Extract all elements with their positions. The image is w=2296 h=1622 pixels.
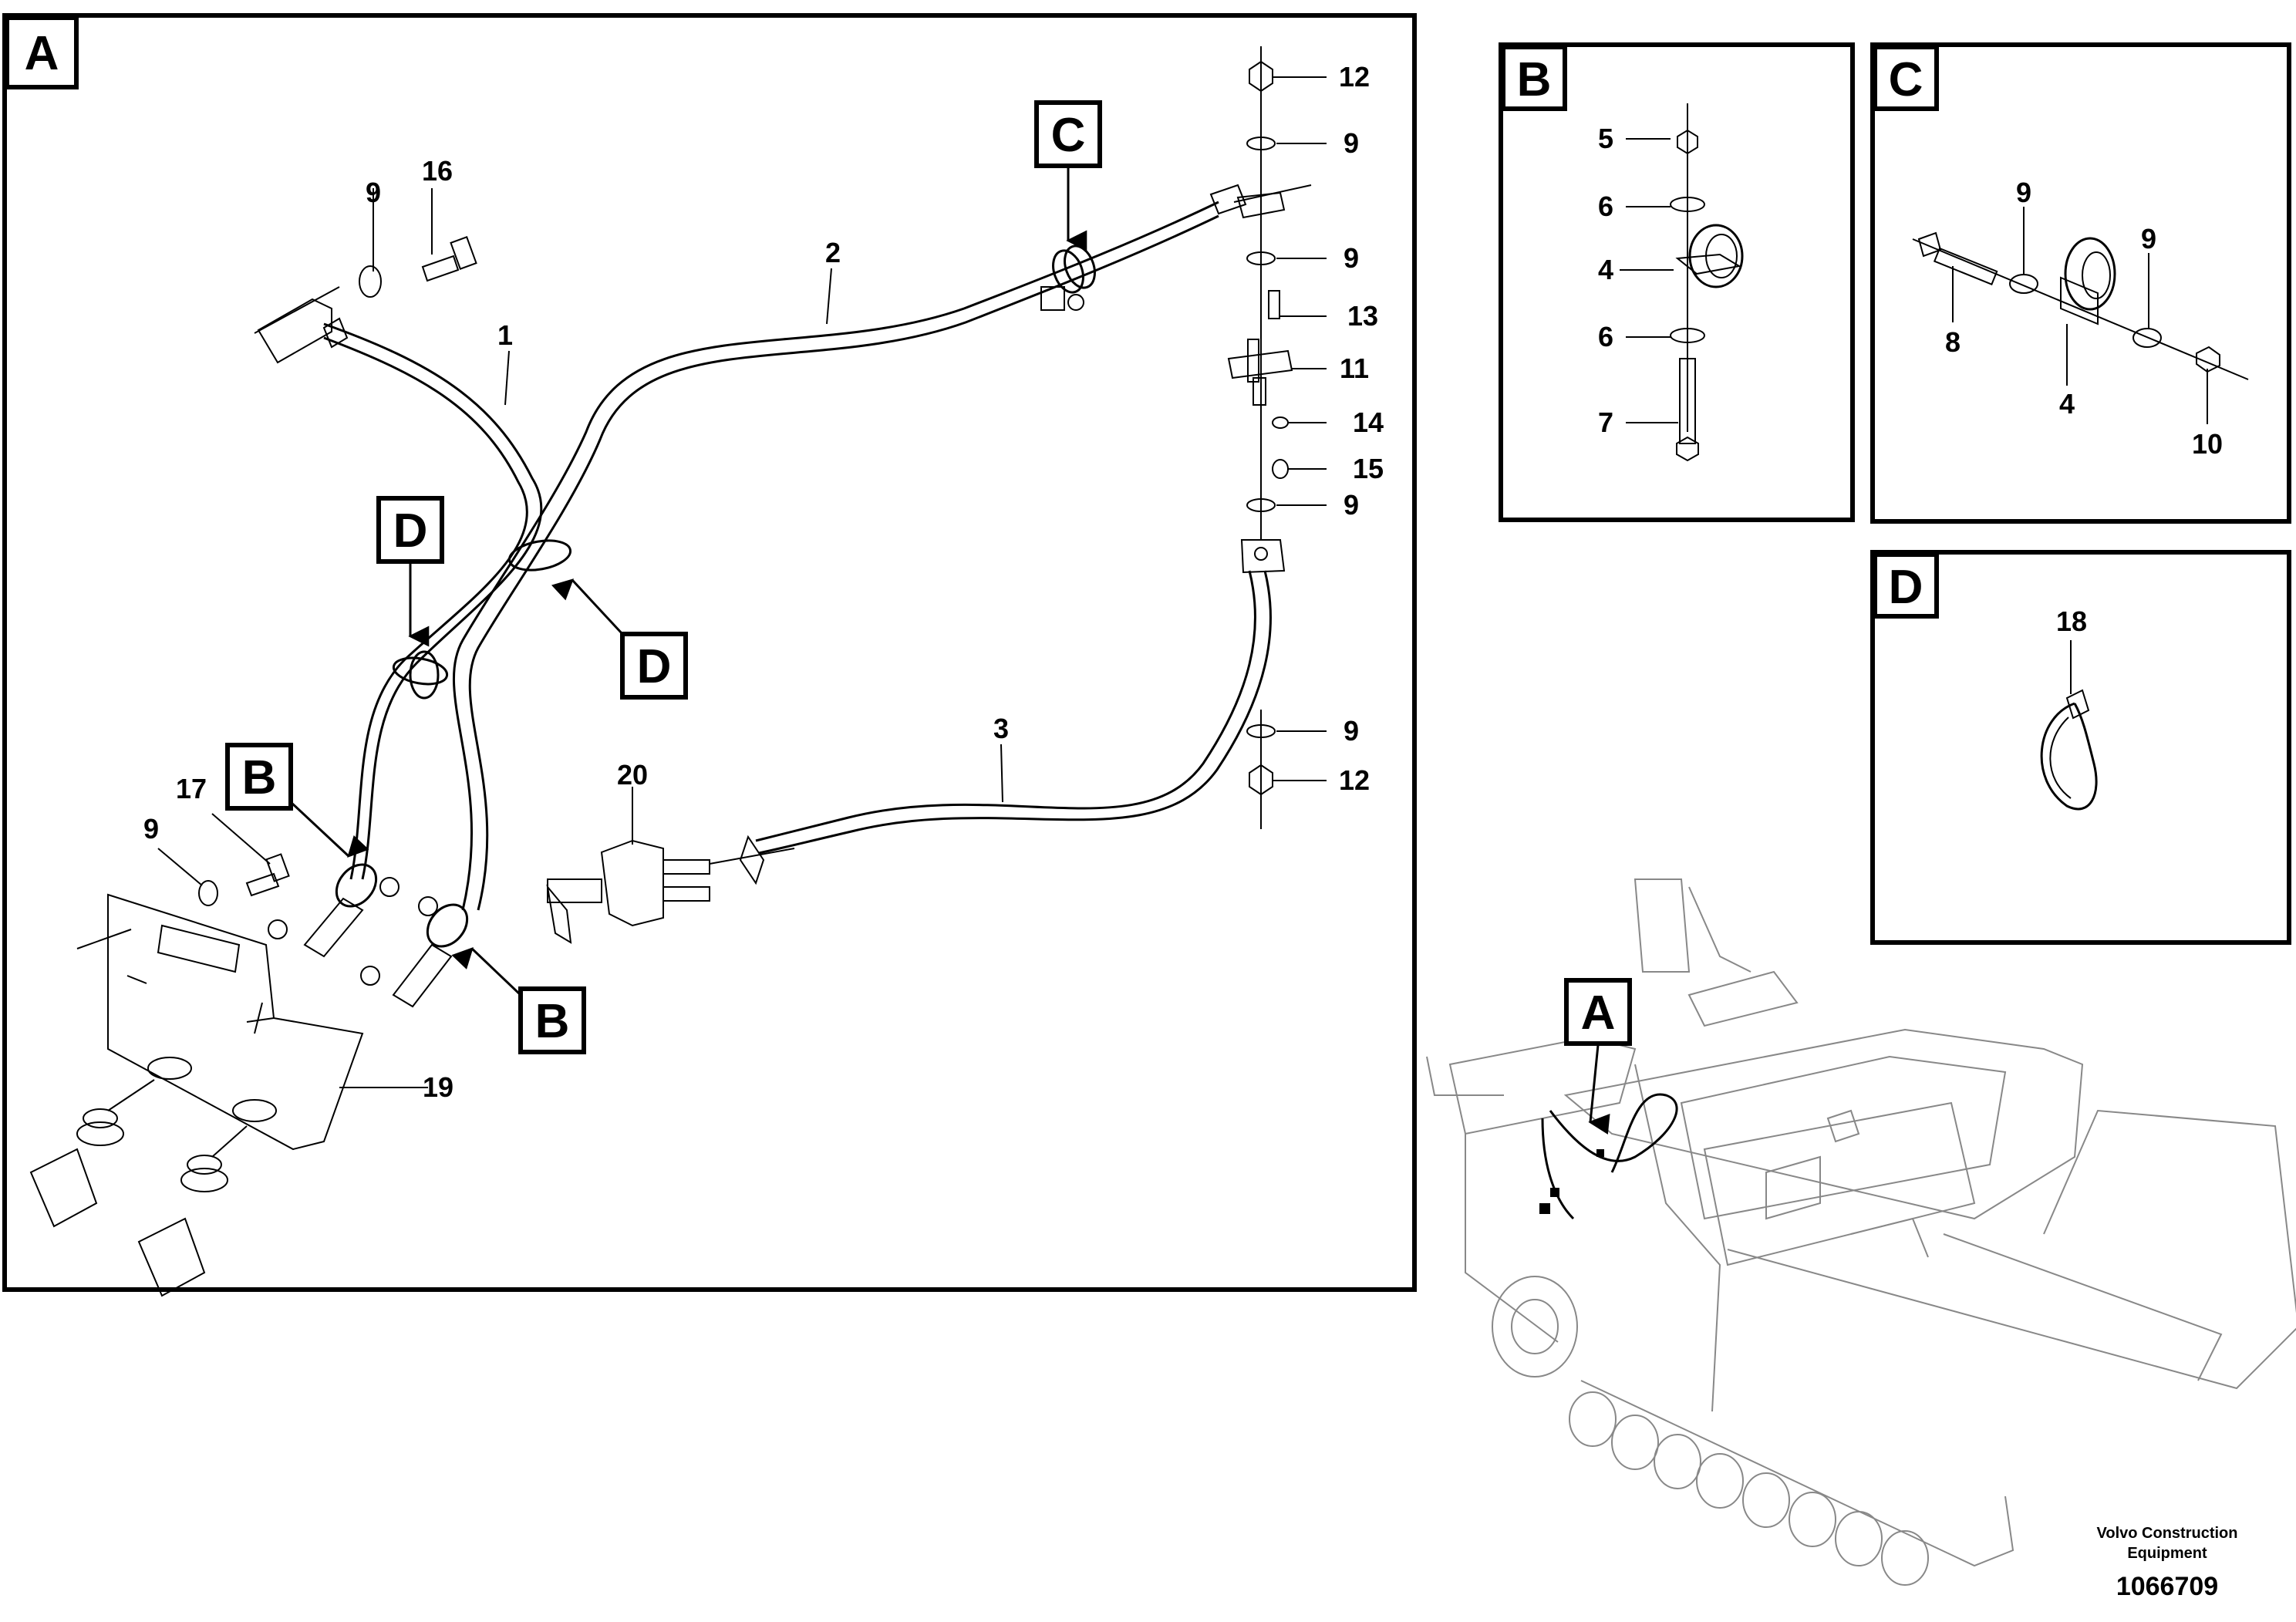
label-9-r3: 9 — [1344, 489, 1359, 521]
label-9-c-b: 9 — [2141, 223, 2156, 255]
bolt-17-washer-9 — [157, 813, 290, 906]
panel-a: A — [2, 13, 1417, 1297]
label-15: 15 — [1353, 453, 1384, 484]
label-9-r4: 9 — [1344, 715, 1359, 747]
svg-text:C: C — [1889, 53, 1923, 106]
label-2: 2 — [825, 237, 841, 268]
leaders-right — [1273, 76, 1327, 781]
label-17: 17 — [176, 773, 207, 804]
label-12-top: 12 — [1339, 61, 1370, 93]
label-14: 14 — [1353, 406, 1384, 438]
label-6-top: 6 — [1598, 191, 1613, 222]
panel-a-label: A — [25, 27, 59, 80]
panel-b: B 5 6 4 6 7 — [1499, 42, 1855, 522]
label-18: 18 — [2056, 605, 2087, 637]
label-9-r1: 9 — [1344, 127, 1359, 159]
cable-3 — [755, 539, 1286, 855]
label-10: 10 — [2192, 428, 2223, 460]
svg-text:C: C — [1051, 109, 1086, 162]
plug-left — [29, 1079, 155, 1228]
doc-number: 1066709 — [2116, 1572, 2218, 1601]
credit-line-1: Volvo Construction — [2097, 1525, 2238, 1542]
svg-text:D: D — [1889, 561, 1923, 614]
label-9-r2: 9 — [1344, 242, 1359, 274]
footer-credit: Volvo Construction Equipment 1066709 — [2097, 1525, 2238, 1601]
callout-d-upper: D — [376, 496, 444, 647]
cable-2 — [452, 184, 1312, 911]
label-13: 13 — [1347, 300, 1378, 332]
label-4-b: 4 — [1598, 254, 1613, 285]
label-16: 16 — [422, 155, 453, 187]
credit-line-2: Equipment — [2127, 1545, 2207, 1562]
label-11: 11 — [1340, 352, 1369, 384]
bolt-16-washer-9 — [359, 188, 477, 298]
machine-overview — [1426, 878, 2296, 1586]
callout-d-lower: D — [551, 578, 688, 700]
label-1: 1 — [497, 319, 513, 351]
svg-text:D: D — [637, 640, 672, 693]
label-9-topleft: 9 — [366, 177, 381, 208]
label-20: 20 — [617, 759, 648, 791]
cable-1 — [254, 286, 543, 880]
clamp-d-lower — [392, 650, 449, 700]
label-7: 7 — [1598, 406, 1613, 438]
svg-text:B: B — [535, 995, 570, 1048]
callout-c: C — [1034, 100, 1102, 251]
label-6-bottom: 6 — [1598, 321, 1613, 352]
clamp-b-lower — [360, 896, 469, 1008]
panel-d: D 18 — [1870, 550, 2291, 945]
connector-20 — [546, 787, 795, 944]
label-3: 3 — [993, 713, 1009, 744]
bracket-19 — [76, 893, 428, 1151]
svg-text:B: B — [242, 751, 277, 804]
fastener-stack-right — [1227, 46, 1293, 829]
callout-b-upper: B — [225, 743, 369, 858]
svg-text:B: B — [1517, 53, 1552, 106]
label-5: 5 — [1598, 123, 1613, 154]
label-12-bottom: 12 — [1339, 764, 1370, 796]
label-9-c-a: 9 — [2016, 177, 2031, 208]
plug-right — [137, 1125, 248, 1297]
label-4-c: 4 — [2059, 388, 2075, 420]
clamp-b-upper — [268, 863, 400, 958]
panel-c: C 9 9 8 4 10 — [1870, 42, 2291, 524]
callout-a-overview: A — [1564, 978, 1632, 1135]
label-8: 8 — [1945, 326, 1961, 358]
labels-panel-a: 1 2 3 9 16 12 9 9 13 11 14 15 9 9 12 20 … — [143, 61, 1384, 1103]
clamp-d-upper — [507, 539, 572, 572]
label-9-left: 9 — [143, 813, 159, 845]
callout-b-lower: B — [451, 947, 586, 1054]
label-19: 19 — [423, 1071, 453, 1103]
svg-text:D: D — [393, 504, 428, 558]
svg-text:A: A — [1581, 986, 1616, 1040]
